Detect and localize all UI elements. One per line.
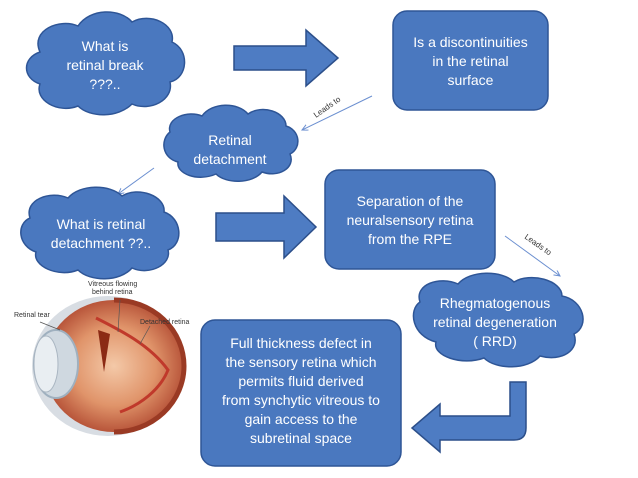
box-discontinuity xyxy=(392,10,549,111)
cloud-retinal-detachment xyxy=(163,104,299,182)
eye-label-retinal-tear: Retinal tear xyxy=(14,312,50,319)
cloud-rrd xyxy=(412,272,584,368)
edge-label-leads-to-1: Leads to xyxy=(312,94,343,119)
box-full-thickness xyxy=(200,319,402,467)
cloud-what-is-retinal-break xyxy=(25,11,186,116)
node-what-is-detachment: What is retinal detachment ??.. xyxy=(50,216,152,251)
box-separation xyxy=(324,169,496,270)
thin-arrow-1 xyxy=(302,95,373,130)
node-separation: Separation of the neuralsensory retina f… xyxy=(346,193,474,247)
node-retinal-detachment: Retinal detachment xyxy=(193,132,267,167)
thin-arrow-2 xyxy=(118,167,155,194)
eye-label-vitreous: Vitreous flowing behind retina xyxy=(88,281,139,296)
block-arrow-2 xyxy=(215,194,318,260)
edge-label-leads-to-2: Leads to xyxy=(523,232,554,257)
node-what-is-retinal-break: What is retinal break ???.. xyxy=(66,38,144,92)
eye-label-detached-retina: Detached retina xyxy=(140,319,190,326)
block-arrow-1 xyxy=(233,28,340,88)
cloud-what-is-detachment xyxy=(20,186,180,280)
node-discontinuity: Is a discontinuities in the retinal surf… xyxy=(413,34,528,88)
node-full-thickness: Full thickness defect in the sensory ret… xyxy=(222,335,380,446)
node-rrd: Rhegmatogenous retinal degeneration ( RR… xyxy=(433,295,557,349)
thin-arrow-3 xyxy=(504,235,560,276)
eye-anatomy-illustration: Retinal tear Vitreous flowing behind ret… xyxy=(14,281,190,436)
bent-arrow xyxy=(410,381,527,454)
